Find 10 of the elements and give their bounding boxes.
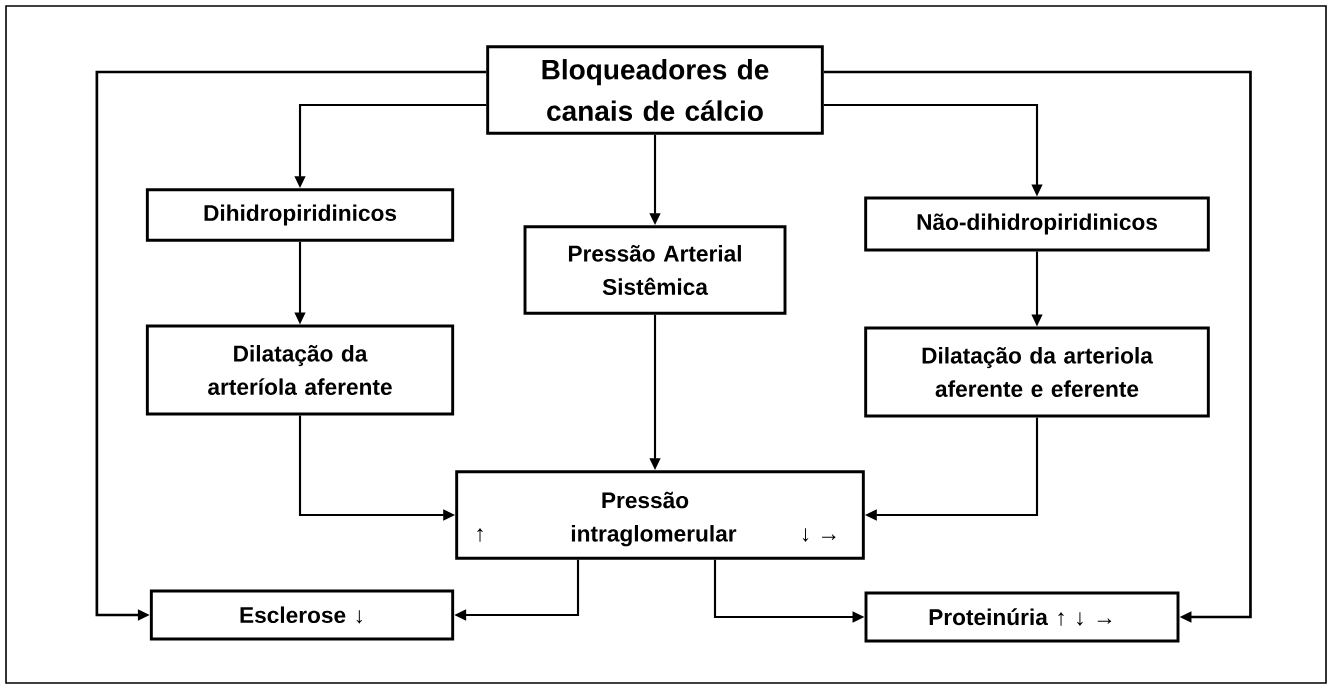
arrow [823, 70, 1252, 623]
process-box: Pressão Arterial Sistêmica [523, 225, 787, 315]
process-box: Bloqueadores de canais de cálcio [486, 45, 824, 135]
process-box: Não-dihidropiridinicos [864, 196, 1210, 252]
process-box: ↑ Pressão intraglomerular ↓ → [455, 470, 865, 560]
process-box: Esclerose ↓ [149, 589, 455, 641]
process-box: Proteinúria ↑ ↓ → [864, 591, 1180, 643]
process-box: Dilatação da arteriola aferente e eferente [864, 326, 1210, 418]
process-box: Dihidropiridinicos [145, 188, 455, 242]
process-box: Dilatação da arteríola aferente [145, 324, 455, 416]
